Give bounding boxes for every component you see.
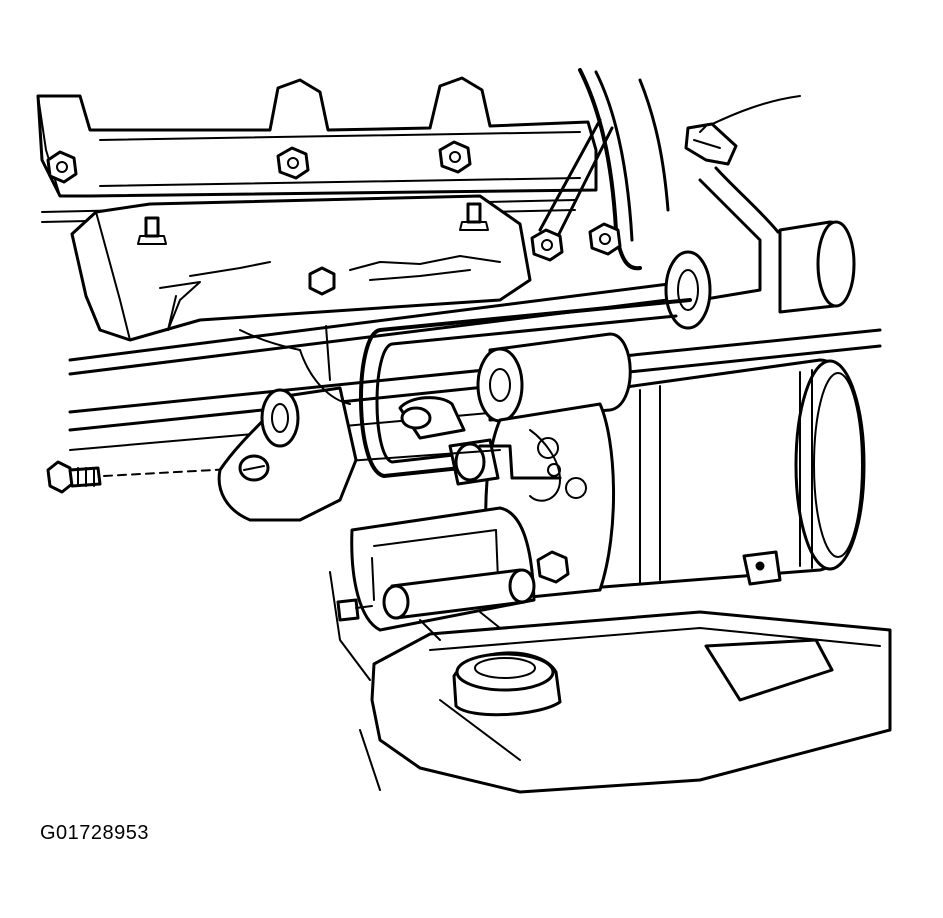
coolant-pipe-elbow <box>698 166 780 302</box>
starter-solenoid <box>476 332 632 423</box>
shield-nut-center <box>308 266 336 296</box>
shield-stud-left <box>137 216 167 245</box>
pipe-end-cap <box>778 220 856 314</box>
bell-housing <box>538 68 801 271</box>
starter-mounting-bolt <box>46 460 102 494</box>
manifold-bolt-center <box>276 146 310 180</box>
figure-id-label: G01728953 <box>40 822 150 844</box>
hose-clip-upper <box>398 396 466 440</box>
lower-frame-contour <box>329 571 381 791</box>
shield-stud-right <box>459 202 489 231</box>
housing-bolt-a <box>530 228 564 262</box>
u-tube <box>359 298 692 478</box>
crossmember-edge <box>419 611 501 641</box>
oil-pan-boss <box>452 651 562 717</box>
mount-nut <box>536 550 570 584</box>
housing-bolt-b <box>588 222 622 256</box>
pipe-coupler <box>664 250 712 330</box>
bracket-stud <box>336 598 373 622</box>
manifold-bolt-right <box>438 140 472 174</box>
mount-pin <box>382 568 536 620</box>
starter-mount-bolt-lower <box>742 550 782 586</box>
fuel-line-lower <box>68 328 882 432</box>
starter-wire-lead <box>478 444 562 480</box>
oil-pan-ridge <box>704 638 834 702</box>
engine-block-flange <box>217 325 358 522</box>
manifold-bolt-left <box>46 150 78 184</box>
wiring-connector <box>684 122 738 166</box>
starter-motor <box>588 358 866 590</box>
heat-shield <box>70 194 532 342</box>
